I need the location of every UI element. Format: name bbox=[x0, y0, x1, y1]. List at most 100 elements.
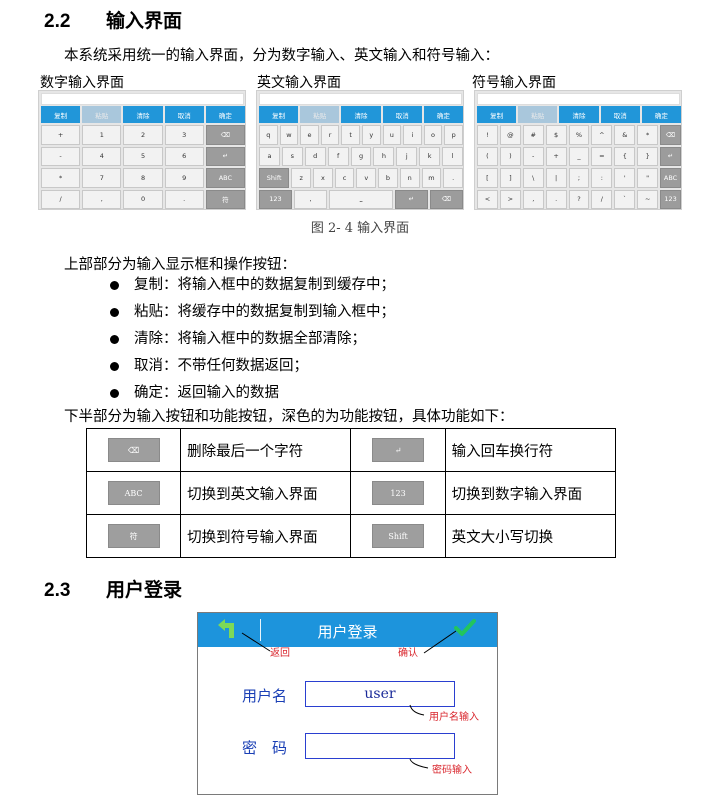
abc-key[interactable]: ABC bbox=[205, 168, 246, 188]
key[interactable]: * bbox=[41, 168, 81, 188]
clear-button[interactable]: 清除 bbox=[341, 106, 381, 123]
space-key[interactable]: ⎵ bbox=[329, 189, 393, 209]
paste-button[interactable]: 粘贴 bbox=[82, 106, 122, 123]
key[interactable]: j bbox=[396, 146, 418, 166]
key[interactable]: - bbox=[522, 146, 544, 166]
key[interactable]: & bbox=[614, 125, 636, 145]
key[interactable]: 1 bbox=[82, 125, 122, 145]
key[interactable]: g bbox=[350, 146, 372, 166]
key[interactable]: r bbox=[320, 125, 340, 145]
key[interactable]: a bbox=[259, 146, 280, 166]
clear-button[interactable]: 清除 bbox=[559, 106, 599, 123]
key[interactable]: > bbox=[499, 189, 521, 209]
key[interactable]: i bbox=[403, 125, 422, 145]
enter-key[interactable]: ↵ bbox=[395, 189, 428, 209]
paste-button[interactable]: 粘贴 bbox=[300, 106, 340, 123]
enter-key[interactable]: ↵ bbox=[660, 146, 682, 166]
key[interactable]: y bbox=[361, 125, 381, 145]
key[interactable]: 5 bbox=[123, 146, 163, 166]
key[interactable]: 0 bbox=[123, 189, 163, 209]
key[interactable]: } bbox=[637, 146, 659, 166]
numeric-key[interactable]: 123 bbox=[660, 189, 682, 209]
key[interactable]: . bbox=[164, 189, 204, 209]
cancel-button[interactable]: 取消 bbox=[164, 106, 204, 123]
key[interactable]: % bbox=[568, 125, 590, 145]
key[interactable]: m bbox=[421, 168, 442, 188]
key[interactable]: _ bbox=[568, 146, 590, 166]
key[interactable]: v bbox=[356, 168, 377, 188]
key[interactable]: 2 bbox=[123, 125, 163, 145]
confirm-button[interactable]: 确定 bbox=[423, 106, 464, 123]
key[interactable]: . bbox=[443, 168, 463, 188]
key[interactable]: + bbox=[545, 146, 567, 166]
key[interactable]: ; bbox=[568, 168, 590, 188]
paste-button[interactable]: 粘贴 bbox=[518, 106, 558, 123]
cancel-button[interactable]: 取消 bbox=[600, 106, 640, 123]
key[interactable]: ] bbox=[499, 168, 521, 188]
copy-button[interactable]: 复制 bbox=[41, 106, 81, 123]
symbol-key[interactable]: 符 bbox=[205, 189, 246, 209]
key[interactable]: 9 bbox=[164, 168, 204, 188]
key[interactable]: [ bbox=[477, 168, 498, 188]
key[interactable]: # bbox=[522, 125, 544, 145]
key[interactable]: ` bbox=[614, 189, 636, 209]
key[interactable]: t bbox=[341, 125, 360, 145]
key[interactable]: , bbox=[82, 189, 122, 209]
key[interactable]: c bbox=[334, 168, 355, 188]
key[interactable]: / bbox=[591, 189, 613, 209]
password-input[interactable] bbox=[305, 733, 455, 759]
backspace-key[interactable]: ⌫ bbox=[430, 189, 463, 209]
key[interactable]: z bbox=[291, 168, 312, 188]
key[interactable]: l bbox=[442, 146, 464, 166]
key[interactable]: 4 bbox=[82, 146, 122, 166]
enter-key[interactable]: ↵ bbox=[205, 146, 246, 166]
key[interactable]: + bbox=[41, 125, 81, 145]
key[interactable]: w bbox=[279, 125, 299, 145]
key[interactable]: @ bbox=[499, 125, 521, 145]
key[interactable]: . bbox=[545, 189, 567, 209]
key[interactable]: * bbox=[637, 125, 659, 145]
key[interactable]: ) bbox=[499, 146, 521, 166]
key[interactable]: $ bbox=[545, 125, 567, 145]
key[interactable]: ^ bbox=[591, 125, 613, 145]
clear-button[interactable]: 清除 bbox=[123, 106, 163, 123]
key[interactable]: 8 bbox=[123, 168, 163, 188]
key[interactable]: , bbox=[294, 189, 327, 209]
copy-button[interactable]: 复制 bbox=[477, 106, 517, 123]
key[interactable]: k bbox=[419, 146, 441, 166]
cancel-button[interactable]: 取消 bbox=[382, 106, 422, 123]
key[interactable]: < bbox=[477, 189, 498, 209]
username-input[interactable]: user bbox=[305, 681, 455, 707]
confirm-check-icon[interactable] bbox=[454, 619, 476, 641]
key[interactable]: = bbox=[591, 146, 613, 166]
key[interactable]: , bbox=[522, 189, 544, 209]
key[interactable]: h bbox=[373, 146, 395, 166]
key[interactable]: o bbox=[423, 125, 443, 145]
key[interactable]: s bbox=[281, 146, 303, 166]
key[interactable]: x bbox=[313, 168, 333, 188]
backspace-key[interactable]: ⌫ bbox=[660, 125, 682, 145]
key[interactable]: ! bbox=[477, 125, 498, 145]
copy-button[interactable]: 复制 bbox=[259, 106, 299, 123]
confirm-button[interactable]: 确定 bbox=[641, 106, 682, 123]
key[interactable]: ~ bbox=[637, 189, 659, 209]
key[interactable]: u bbox=[382, 125, 402, 145]
backspace-key[interactable]: ⌫ bbox=[205, 125, 246, 145]
key[interactable]: { bbox=[614, 146, 636, 166]
numeric-key[interactable]: 123 bbox=[259, 189, 292, 209]
key[interactable]: | bbox=[545, 168, 567, 188]
shift-key[interactable]: Shift bbox=[259, 168, 290, 188]
key[interactable]: \ bbox=[522, 168, 544, 188]
key[interactable]: 6 bbox=[164, 146, 204, 166]
key[interactable]: : bbox=[591, 168, 613, 188]
key[interactable]: n bbox=[399, 168, 420, 188]
key[interactable]: - bbox=[41, 146, 81, 166]
key[interactable]: ( bbox=[477, 146, 498, 166]
key[interactable]: e bbox=[300, 125, 319, 145]
key[interactable]: 7 bbox=[82, 168, 122, 188]
key[interactable]: ? bbox=[568, 189, 590, 209]
confirm-button[interactable]: 确定 bbox=[205, 106, 246, 123]
key[interactable]: d bbox=[304, 146, 326, 166]
key[interactable]: " bbox=[637, 168, 659, 188]
key[interactable]: / bbox=[41, 189, 81, 209]
